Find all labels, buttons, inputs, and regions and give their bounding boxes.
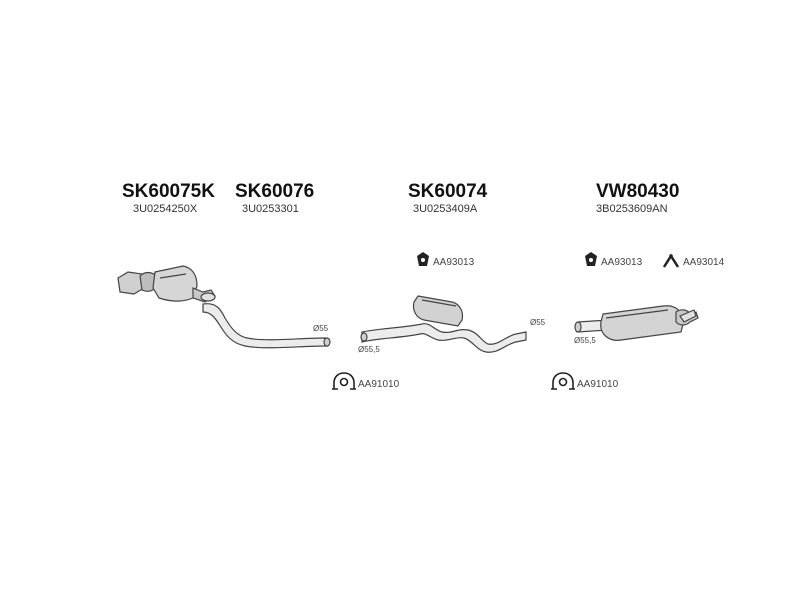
oem-number-vw80430: 3B0253609AN <box>596 203 668 215</box>
part-code-sk60074: SK60074 <box>408 181 488 202</box>
rubber-mount-icon <box>585 252 597 266</box>
part-label-aa93013: AA93013 <box>601 257 643 268</box>
part-code-sk60076: SK60076 <box>235 181 315 202</box>
oem-number-sk60074: 3U0253409A <box>413 203 478 215</box>
pipe-clamp-icon <box>332 372 356 390</box>
hanger-bracket-icon <box>662 253 680 268</box>
pipe-clamp-icon <box>551 372 575 390</box>
part-label-aa91010: AA91010 <box>358 379 400 390</box>
part-label-aa93013: AA93013 <box>433 257 475 268</box>
part-label-aa91010: AA91010 <box>577 379 619 390</box>
centre-silencer-icon <box>360 295 527 353</box>
oem-number-sk60075k: 3U0254250X <box>133 203 198 215</box>
part-code-sk60075k: SK60075K <box>122 181 215 202</box>
rubber-mount-icon <box>417 252 429 266</box>
diameter-label: Ø55 <box>313 324 329 333</box>
part-label-aa93014: AA93014 <box>683 257 725 268</box>
catalytic-converter-icon <box>117 265 216 303</box>
front-pipe-icon <box>202 303 331 349</box>
part-code-vw80430: VW80430 <box>596 181 680 202</box>
diameter-label: Ø55,5 <box>574 336 596 345</box>
diameter-label: Ø55,5 <box>358 345 380 354</box>
diameter-label: Ø55 <box>530 318 546 327</box>
oem-number-sk60076: 3U0253301 <box>242 203 299 215</box>
rear-silencer-icon <box>574 305 699 341</box>
